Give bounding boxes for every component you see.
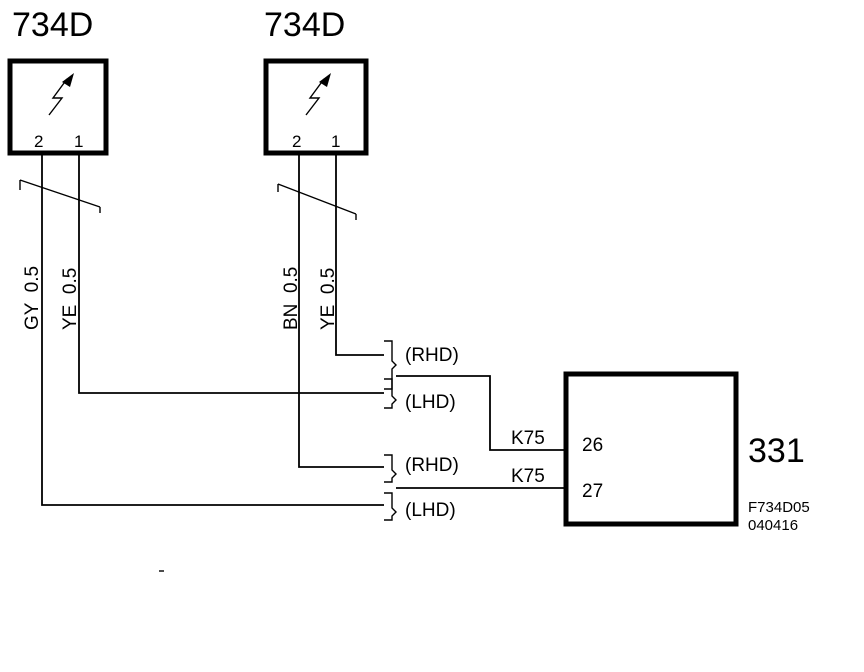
twisted-pair-left-mark xyxy=(19,179,101,213)
wire-label-ye-left: YE 0.5 xyxy=(60,268,81,330)
sensor-right-pin-1: 1 xyxy=(331,132,340,151)
wire-ye-right xyxy=(335,153,384,356)
wire-bn xyxy=(298,153,384,468)
sensor-right-title: 734D xyxy=(264,6,345,44)
connector-label-26: K75 xyxy=(511,428,545,449)
sensor-left-title: 734D xyxy=(12,6,93,44)
wire-label-ye-right: YE 0.5 xyxy=(318,268,339,330)
twisted-pair-right-mark xyxy=(277,183,357,220)
sensor-left-symbol-icon xyxy=(48,73,74,116)
drawing-code-line-1: F734D05 xyxy=(748,499,810,516)
module-pin-27: 27 xyxy=(582,481,603,502)
brace-upper-rhd xyxy=(384,340,397,390)
module-box xyxy=(563,371,739,527)
brace-lower-rhd xyxy=(384,454,397,483)
wire-to-pin-26 xyxy=(396,375,566,451)
sensor-left-pin-2: 2 xyxy=(34,132,43,151)
connector-label-27: K75 xyxy=(511,466,545,487)
brace-upper-lhd xyxy=(384,378,397,409)
drawing-code-line-2: 040416 xyxy=(748,517,798,534)
sensor-right-pin-2: 2 xyxy=(292,132,301,151)
sensor-left-box xyxy=(7,58,109,156)
sensor-right-symbol-icon xyxy=(305,73,331,116)
variant-label-rhd-lower: (RHD) xyxy=(405,455,459,476)
sensor-left-pin-1: 1 xyxy=(74,132,83,151)
variant-label-rhd-upper: (RHD) xyxy=(405,345,459,366)
wire-gy xyxy=(41,153,384,506)
brace-lower-lhd xyxy=(384,492,397,521)
module-title: 331 xyxy=(748,432,805,470)
sensor-right-box xyxy=(263,58,369,156)
wire-label-bn: BN 0.5 xyxy=(281,267,302,330)
wire-ye-left xyxy=(78,153,384,394)
variant-label-lhd-lower: (LHD) xyxy=(405,500,456,521)
wire-label-gy: GY 0.5 xyxy=(22,266,43,330)
module-pin-26: 26 xyxy=(582,435,603,456)
variant-label-lhd-upper: (LHD) xyxy=(405,392,456,413)
